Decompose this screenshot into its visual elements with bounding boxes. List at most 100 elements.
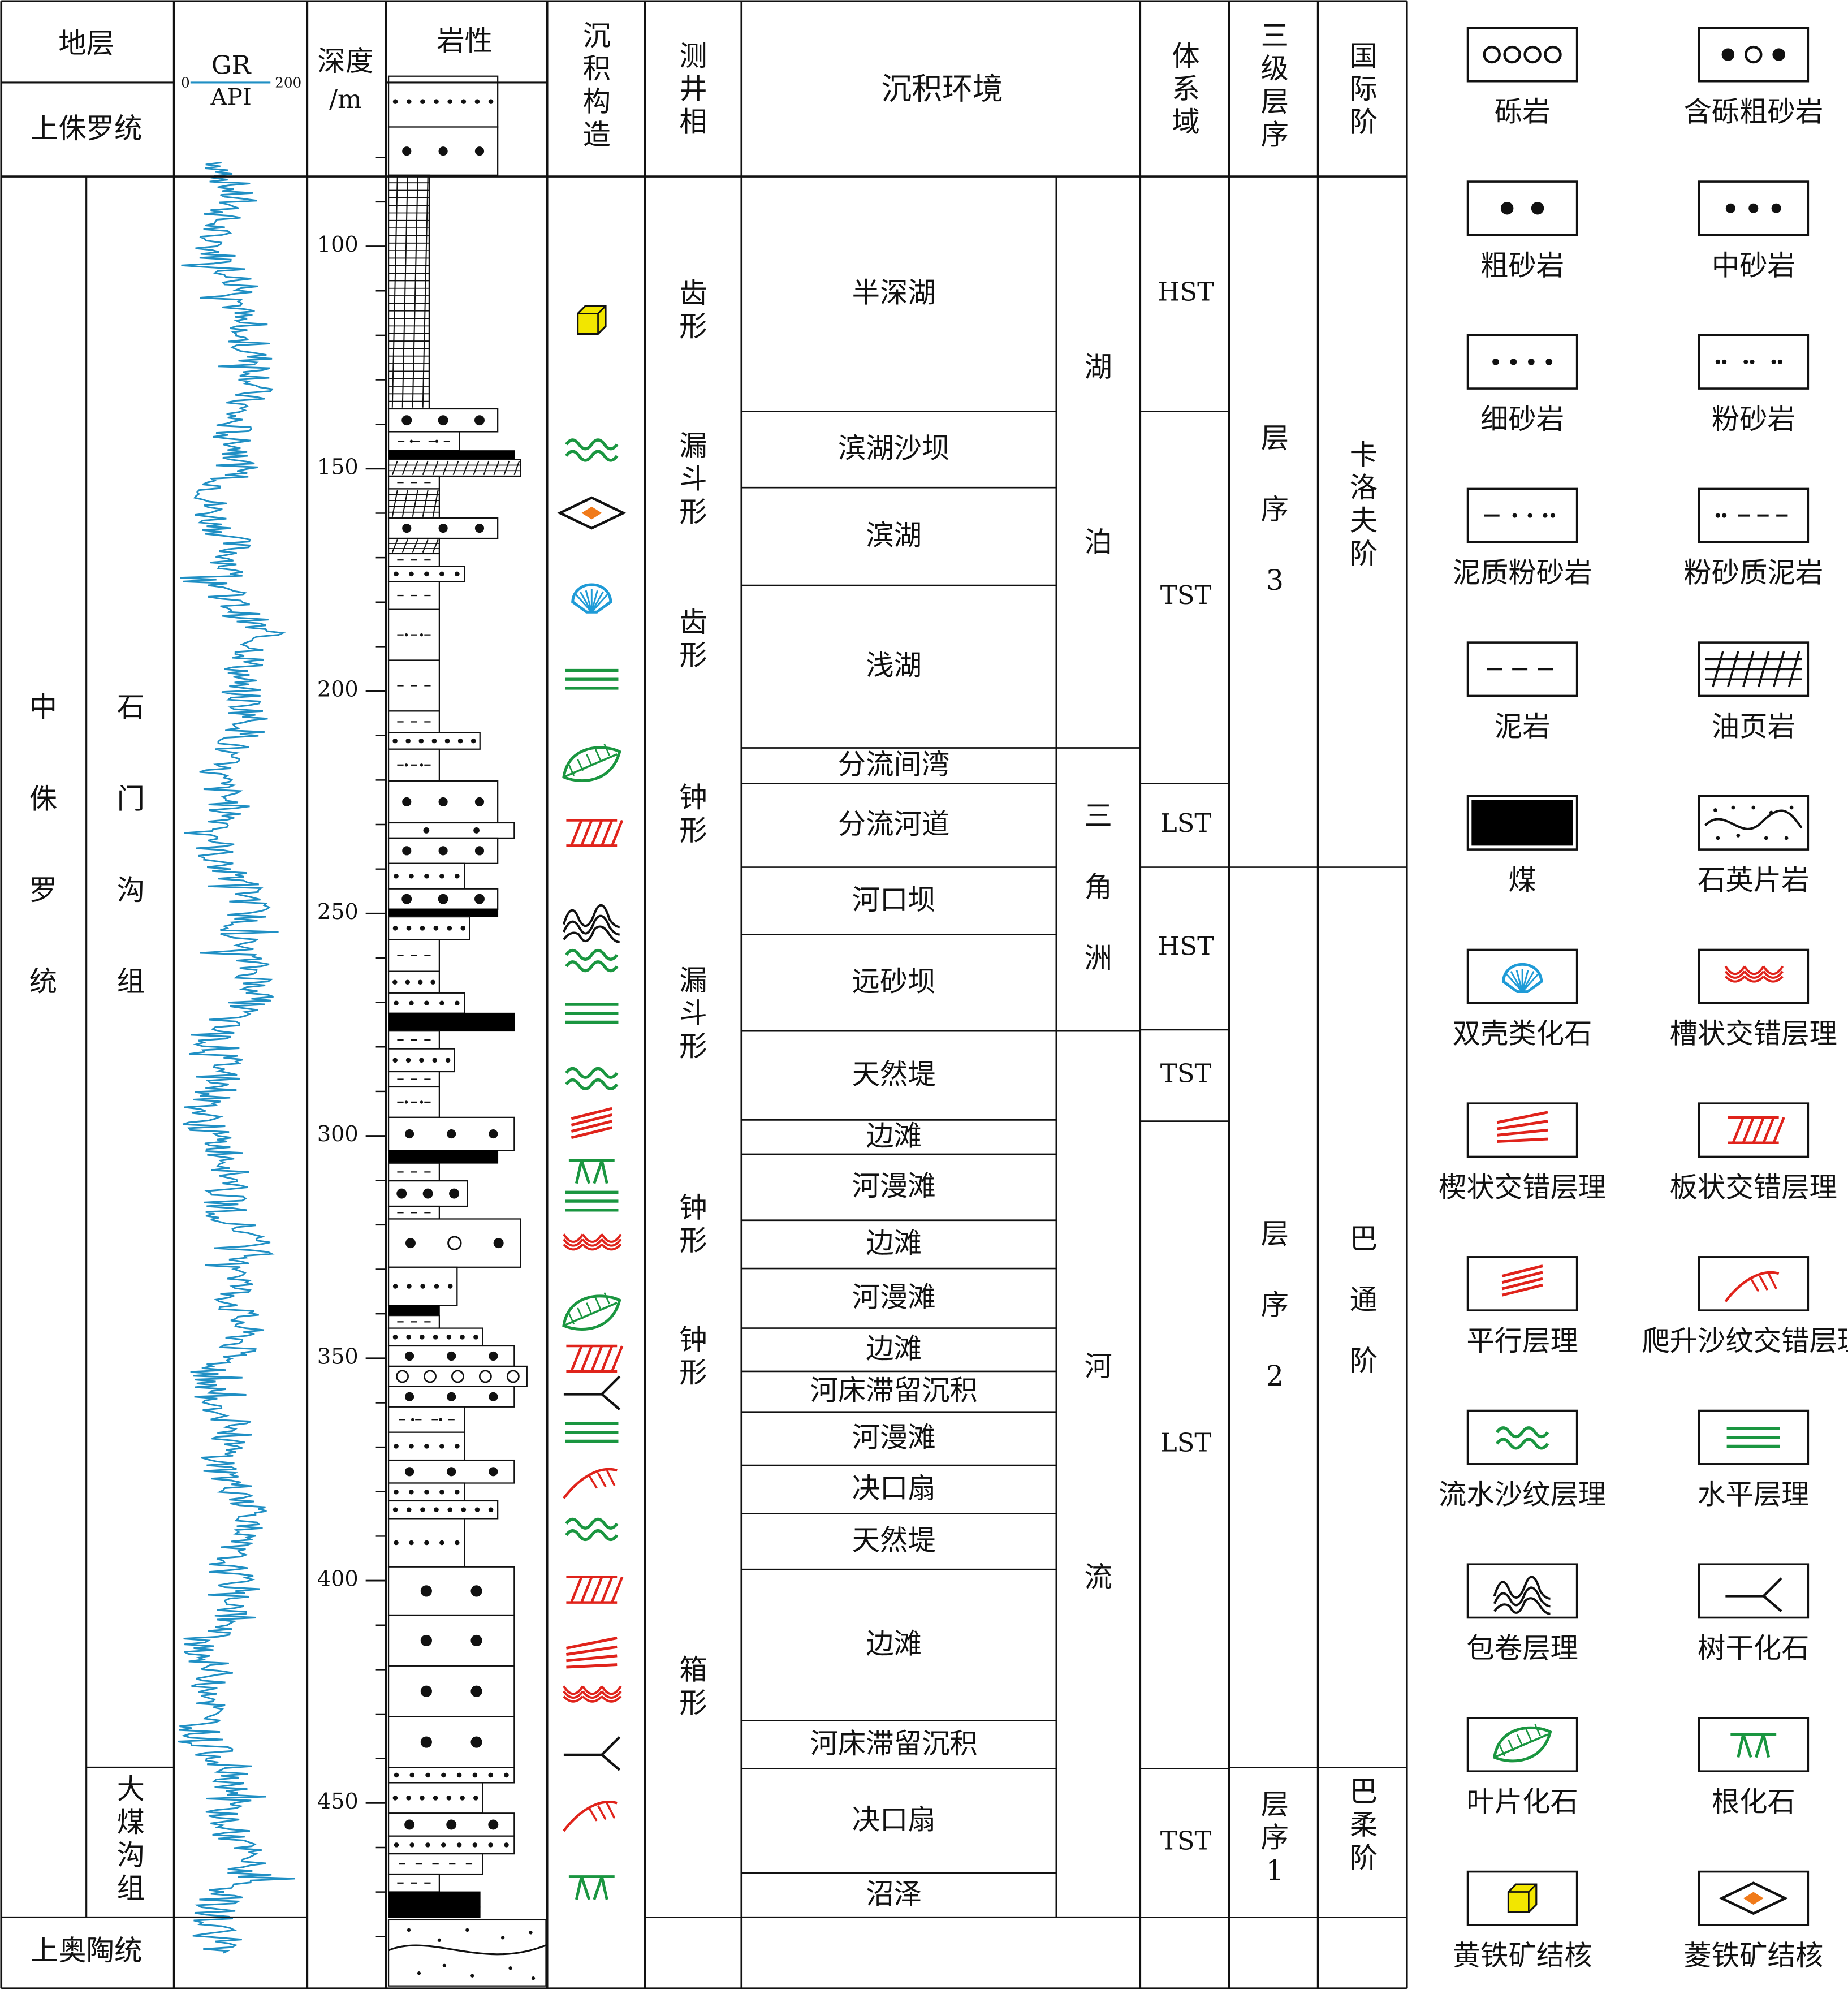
log-facies-label: 形 bbox=[679, 1224, 707, 1257]
structure-header: 造 bbox=[583, 118, 611, 151]
grain-dot bbox=[405, 738, 411, 744]
sequence-label: 1 bbox=[1266, 1854, 1284, 1887]
legend-item: 煤 bbox=[1466, 795, 1578, 896]
depth-header: 深度 bbox=[317, 45, 373, 77]
legend-swatch bbox=[1466, 334, 1578, 390]
legend-label: 叶片化石 bbox=[1466, 1785, 1578, 1818]
tabular-cross-bedding-icon bbox=[566, 1576, 624, 1604]
subenvironment-label: 半深湖 bbox=[852, 277, 936, 309]
horizontal-bedding-icon bbox=[1726, 1427, 1780, 1448]
legend-item: 粉砂岩 bbox=[1698, 334, 1810, 435]
systems-tract-label: HST bbox=[1158, 277, 1214, 307]
log-facies-label: 形 bbox=[679, 639, 707, 672]
shale-hatch bbox=[452, 460, 459, 476]
grain-dot bbox=[423, 827, 430, 834]
argillaceous-siltstone-icon bbox=[1484, 513, 1556, 518]
gr-unit: API bbox=[210, 84, 251, 111]
sequence-label: 序 bbox=[1261, 1288, 1289, 1321]
conglomerate-icon bbox=[1483, 45, 1562, 64]
grain-dot bbox=[407, 99, 412, 104]
legend-label: 泥质粉砂岩 bbox=[1453, 556, 1592, 589]
grain-dot bbox=[392, 979, 398, 985]
grain-dot bbox=[455, 1489, 460, 1495]
grain-dot bbox=[406, 1796, 411, 1801]
subenvironment-label: 边滩 bbox=[866, 1227, 922, 1259]
schist-dot bbox=[417, 1971, 421, 1975]
log-facies-label: 钟 bbox=[679, 1191, 707, 1224]
grain-dot bbox=[405, 1467, 414, 1477]
grain-dot bbox=[402, 523, 412, 533]
grain-dot bbox=[473, 827, 480, 834]
legend-item: 泥质粉砂岩 bbox=[1453, 487, 1592, 589]
grain-dot bbox=[392, 738, 398, 744]
systems-tract-label: TST bbox=[1160, 1826, 1212, 1856]
coal-icon bbox=[1471, 800, 1573, 846]
log-facies-label: 箱 bbox=[679, 1654, 707, 1686]
log-facies-label: 形 bbox=[679, 310, 707, 343]
depth-tick-label: 350 bbox=[317, 1344, 359, 1369]
schist-dot bbox=[465, 1928, 469, 1932]
stage-label: 巴 bbox=[1350, 1775, 1378, 1808]
grain-dot bbox=[394, 1772, 399, 1778]
legend-label: 菱铁矿结核 bbox=[1683, 1939, 1823, 1972]
grain-dot bbox=[438, 523, 448, 533]
grain-dot bbox=[456, 1772, 462, 1778]
wedge-cross-bedding-icon bbox=[565, 1637, 618, 1669]
legend-item: 含砾粗砂岩 bbox=[1683, 27, 1823, 128]
legend-label: 根化石 bbox=[1712, 1785, 1795, 1818]
grain-dot bbox=[392, 99, 398, 104]
shale-hatch bbox=[401, 539, 408, 553]
grain-dot bbox=[409, 1489, 414, 1495]
legend-label: 槽状交错层理 bbox=[1670, 1017, 1837, 1050]
grain-dot bbox=[434, 1284, 439, 1289]
shale-hatch bbox=[432, 490, 439, 517]
shale-hatch bbox=[391, 176, 398, 408]
grain-dot bbox=[434, 1507, 439, 1512]
silt-dot bbox=[420, 763, 424, 767]
pebbly-coarse-sandstone-icon bbox=[1721, 45, 1785, 64]
stage-label: 阶 bbox=[1350, 537, 1378, 570]
grain-dot bbox=[438, 797, 448, 806]
silt-dot bbox=[404, 633, 408, 637]
subenvironment-label: 浅湖 bbox=[866, 649, 922, 682]
cs-layer bbox=[387, 1614, 515, 1667]
grain-dot bbox=[407, 1507, 412, 1512]
legend-item: 双壳类化石 bbox=[1453, 948, 1592, 1050]
legend-item: 楔状交错层理 bbox=[1439, 1102, 1606, 1203]
grain-dot bbox=[394, 873, 399, 879]
legend-label: 中砂岩 bbox=[1712, 249, 1795, 282]
leaf-fossil-icon bbox=[562, 1292, 621, 1331]
fs-layer bbox=[387, 916, 470, 940]
stage-label: 巴 bbox=[1350, 1222, 1378, 1255]
tree-trunk-fossil-icon bbox=[563, 1375, 621, 1410]
structure-header: 构 bbox=[583, 85, 611, 118]
legend-item: 泥岩 bbox=[1466, 641, 1578, 743]
grain-dot bbox=[488, 1842, 493, 1848]
dameigou-label: 沟 bbox=[117, 1838, 145, 1871]
cs-layer bbox=[387, 1665, 515, 1717]
grain-dot bbox=[405, 1058, 411, 1063]
grain-dot bbox=[455, 1444, 460, 1449]
grain-dot bbox=[449, 1188, 460, 1199]
grain-dot bbox=[424, 1489, 429, 1495]
grain-dot bbox=[460, 926, 466, 931]
schist-dot bbox=[500, 1936, 505, 1940]
pebble-mark bbox=[447, 1236, 462, 1250]
log-facies-label: 漏 bbox=[679, 429, 707, 462]
trough-cross-bedding-icon bbox=[563, 1233, 622, 1251]
legend-label: 包卷层理 bbox=[1466, 1632, 1578, 1664]
grain-dot bbox=[401, 894, 412, 904]
middle-jurassic-label: 中 bbox=[29, 691, 57, 724]
grain-dot bbox=[439, 1000, 444, 1006]
grain-dot bbox=[434, 99, 439, 104]
grain-dot bbox=[455, 1540, 460, 1546]
tree-trunk-fossil-icon bbox=[1725, 1577, 1782, 1612]
log-facies-label: 钟 bbox=[679, 781, 707, 814]
grain-dot bbox=[447, 1507, 452, 1512]
log-facies-label: 形 bbox=[679, 1030, 707, 1063]
legend-item: 槽状交错层理 bbox=[1670, 948, 1837, 1050]
pebble-mark bbox=[424, 1370, 437, 1383]
silt-dot bbox=[411, 1418, 414, 1421]
